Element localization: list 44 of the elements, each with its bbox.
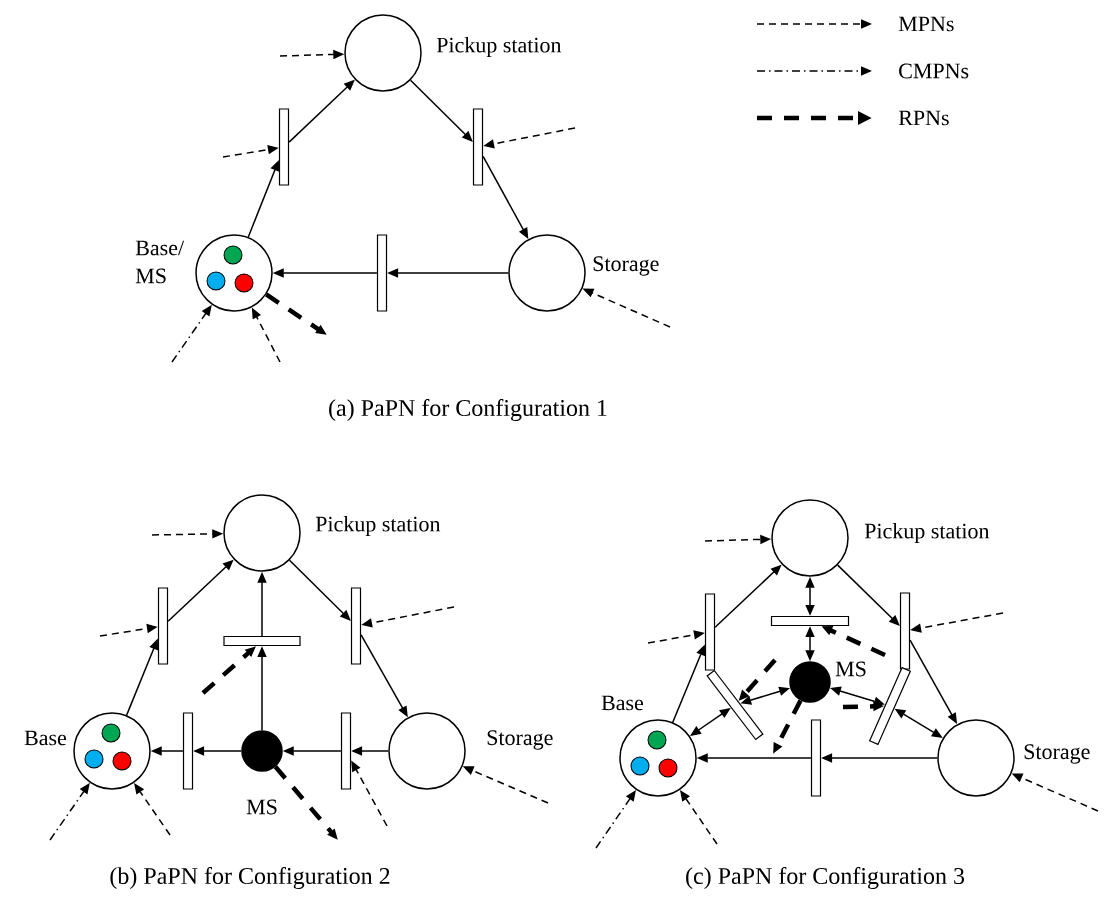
place-label: Storage	[593, 256, 659, 276]
transition-bar	[278, 108, 290, 186]
place-label: Base	[24, 730, 67, 746]
place-label: Base/ MS	[135, 240, 185, 284]
transition-bar	[223, 635, 301, 647]
token-dot	[630, 756, 650, 776]
token-dot	[101, 723, 121, 743]
transition-bar	[899, 592, 911, 670]
place-label: Pickup station	[315, 516, 441, 536]
transition-bar	[704, 593, 716, 671]
transition-bar	[376, 234, 388, 312]
transition-bar	[706, 669, 764, 741]
place-label: MS	[246, 799, 277, 815]
transition-bar	[810, 719, 822, 797]
arrow	[595, 790, 636, 849]
transition-bar	[350, 587, 362, 665]
transition-bar	[157, 587, 169, 665]
place-label: Storage	[1024, 744, 1090, 764]
place-label: Storage	[487, 730, 553, 750]
transition-bar	[182, 712, 194, 790]
legend-label: MPNs	[898, 16, 954, 32]
token-dot	[234, 273, 254, 293]
place-label: Pickup station	[436, 37, 562, 57]
caption-text: (b) PaPN for Configuration 2	[110, 866, 390, 890]
legend-label: RPNs	[898, 110, 949, 126]
token-dot	[647, 730, 667, 750]
place-label: MS	[835, 661, 866, 677]
arrow	[288, 559, 351, 621]
transition-bar	[472, 108, 484, 186]
token-dot	[206, 271, 226, 291]
token-dot	[112, 751, 132, 771]
transition-bar	[340, 712, 352, 790]
arrow	[409, 79, 473, 142]
transition-bar	[770, 615, 850, 627]
arrow	[836, 564, 900, 626]
caption-text: (c) PaPN for Configuration 3	[686, 866, 965, 890]
caption-text: (a) PaPN for Configuration 1	[329, 398, 607, 422]
token-dot	[84, 749, 104, 769]
legend-label: CMPNs	[899, 63, 969, 79]
token-dot	[223, 245, 243, 265]
place-label: Base	[601, 695, 644, 711]
place-label: Pickup station	[864, 523, 990, 543]
token-dot	[658, 758, 678, 778]
arrow	[680, 790, 718, 845]
